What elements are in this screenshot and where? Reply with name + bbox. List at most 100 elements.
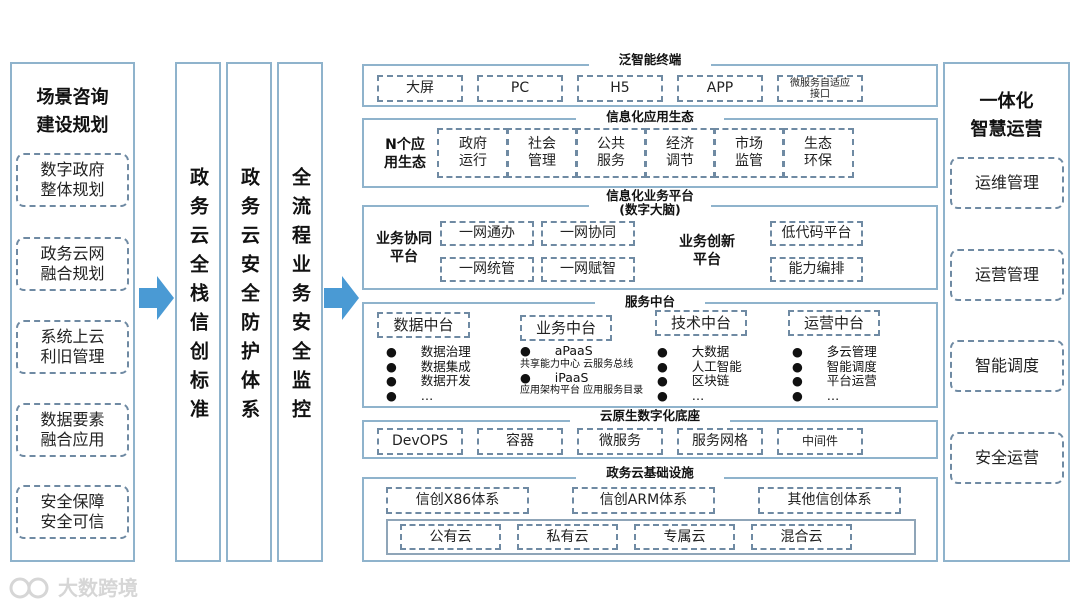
terminal-item: APP [677,75,763,102]
item-line: 政务云网 [40,244,105,263]
column-security: 政务云安全防护体系 [238,166,260,428]
subtitle-text: (数字大脑) [589,202,711,217]
arrow-right-icon [139,276,174,320]
item-line: 安全可信 [40,512,105,531]
item-line: 监管 [735,153,763,169]
section-title: 服务中台 [362,294,938,309]
title-line: 建设规划 [36,115,109,136]
app-eco-item: 生态环保 [782,128,854,178]
terminal-item: 大屏 [377,75,463,102]
collab-item: 一网协同 [541,221,635,246]
tech-platform-box: 技术中台 [655,310,747,336]
app-eco-item: 政府运行 [437,128,509,178]
section-title: 泛智能终端 [362,52,938,67]
watermark: 大数跨境 [8,572,138,601]
title-line: 一体化 [979,91,1034,112]
infra-system: 其他信创体系 [758,487,901,514]
section-title: 政务云基础设施 [362,465,938,480]
item-line: 接口 [810,88,830,100]
column-monitor: 全流程业务安全监控 [289,166,311,428]
left-item: 数据要素融合应用 [16,403,129,457]
cloud-native-item: 微服务 [577,428,663,455]
right-item: 安全运营 [950,432,1064,484]
bullet-sub: 共享能力中心 云服务总线 [520,358,634,370]
watermark-text: 大数跨境 [58,576,138,600]
data-platform-bullets: ● 数据治理 ● 数据集成 ● 数据开发 ● … [386,344,471,403]
item-line: 管理 [528,153,556,169]
terminal-item: 微服务自适应接口 [777,75,863,102]
biz-platform-box: 业务中台 [520,315,612,341]
bullet: ● iPaaS [520,369,589,385]
bullet: ● aPaaS [520,343,593,358]
left-panel-title: 场景咨询 建设规划 [10,84,135,140]
right-item: 运营管理 [950,249,1064,301]
terminal-item: H5 [577,75,663,102]
item-line: 调节 [666,153,694,169]
title-text: 泛智能终端 [588,52,712,67]
cloud-native-item: 中间件 [777,428,863,455]
innov-item: 低代码平台 [770,221,863,246]
ops-platform-bullets: ● 多云管理 ● 智能调度 ● 平台运营 ● … [792,344,877,403]
column-panel [175,62,221,562]
label-line: 业务创新 [679,234,735,250]
item-line: 数据要素 [40,410,105,429]
item-line: 公共 [597,136,625,152]
column-standard: 政务云全栈信创标准 [187,166,209,428]
app-eco-item: 公共服务 [575,128,647,178]
item-line: 服务 [597,153,625,169]
item-line: 融合规划 [40,264,105,283]
title-text: 信息化应用生态 [576,109,724,124]
bullet-sub: 应用架构平台 应用服务目录 [520,385,644,396]
title-line: 场景咨询 [36,87,109,108]
title-text: 云原生数字化底座 [569,408,730,423]
section-title: 云原生数字化底座 [362,408,938,423]
cloud-type: 私有云 [517,524,618,550]
collab-item: 一网统管 [440,257,534,282]
label-line: 平台 [693,252,721,268]
item-line: 政府 [459,136,487,152]
cloud-native-item: 容器 [477,428,563,455]
item-line: 整体规划 [40,180,105,199]
item-line: 市场 [735,136,763,152]
collab-label: 业务协同平台 [368,230,440,266]
terminal-item: PC [477,75,563,102]
label-line: 用生态 [384,155,426,171]
label-line: N个应 [385,137,425,153]
column-panel [226,62,272,562]
title-text: 信息化业务平台 [576,188,724,203]
ops-platform-box: 运营中台 [788,310,880,336]
item-line: 安全保障 [40,492,105,511]
tech-platform-bullets: ● 大数据 ● 人工智能 ● 区块链 ● … [657,344,742,403]
item-line: 生态 [804,136,832,152]
label-line: 业务协同 [376,231,432,247]
app-eco-label: N个应用生态 [375,136,435,172]
title-line: 智慧运营 [970,119,1043,140]
left-panel [10,62,135,562]
item-line: 数字政府 [40,160,105,179]
right-item: 智能调度 [950,340,1064,392]
app-eco-item: 经济调节 [644,128,716,178]
cloud-native-item: 服务网格 [677,428,763,455]
item-line: 社会 [528,136,556,152]
cloud-native-item: DevOPS [377,428,463,455]
section-title: 信息化应用生态 [362,109,938,124]
data-platform-box: 数据中台 [377,312,470,338]
item-line: 融合应用 [40,430,105,449]
innov-label: 业务创新平台 [652,233,762,269]
item-line: 微服务自适应 [790,77,850,89]
cloud-type: 混合云 [751,524,852,550]
innov-item: 能力编排 [770,257,863,282]
label-line: 平台 [390,249,418,265]
arrow-right-icon [324,276,359,320]
left-item: 政务云网融合规划 [16,237,129,291]
app-eco-item: 社会管理 [506,128,578,178]
left-item: 安全保障安全可信 [16,485,129,539]
item-line: 系统上云 [40,327,105,346]
infra-system: 信创ARM体系 [572,487,715,514]
title-text: 服务中台 [594,294,705,309]
item-line: 环保 [804,153,832,169]
left-item: 数字政府整体规划 [16,153,129,207]
cloud-type: 专属云 [634,524,735,550]
cloud-types-box [386,519,916,555]
